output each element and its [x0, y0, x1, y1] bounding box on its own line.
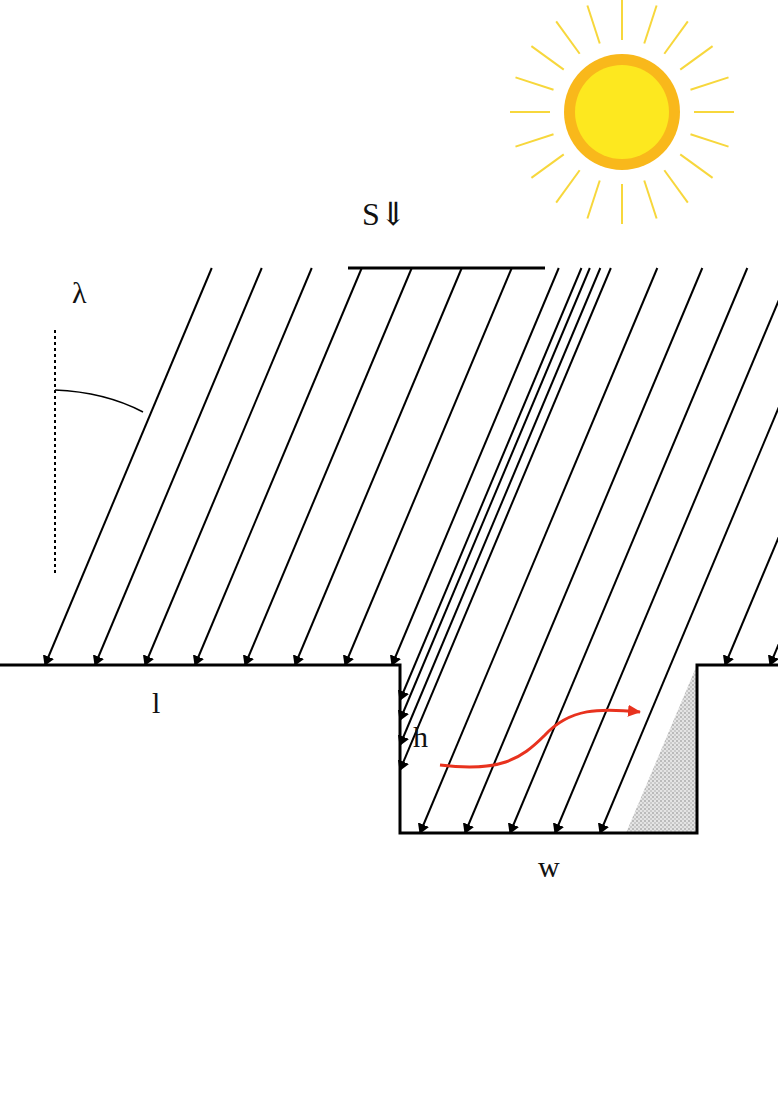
sun-ray-beam	[145, 268, 312, 665]
sun-ray-beam	[95, 268, 262, 665]
sun-ray-beam	[400, 268, 600, 745]
sun-ray	[621, 184, 623, 224]
sun-ray	[515, 134, 553, 146]
sun-disc	[564, 54, 680, 170]
sun-ray	[531, 46, 563, 70]
sun-ray	[531, 154, 563, 178]
sun-ray-beam	[555, 268, 778, 833]
sun-ray	[664, 21, 688, 53]
sun-ray	[680, 154, 712, 178]
diagram-label: S⇓	[362, 198, 407, 230]
vertical-reference	[54, 330, 56, 575]
shadow	[626, 665, 697, 833]
sun-ray	[510, 111, 550, 113]
sun-ray-beam	[392, 268, 559, 665]
sun-ray-beam	[510, 268, 747, 833]
sun-ray-beam	[420, 268, 657, 833]
solar-rays	[45, 268, 778, 833]
angle-arc	[55, 390, 143, 412]
sun-ray	[515, 77, 553, 89]
sun-ray-beam	[295, 268, 462, 665]
sun-ray-beam	[600, 268, 778, 833]
sun-ray	[556, 170, 580, 202]
sun-ray	[664, 170, 688, 202]
sun-ray	[690, 77, 728, 89]
sun-ray-beam	[400, 268, 611, 770]
sun-ray-beam	[195, 268, 362, 665]
sun-ray-beam	[400, 268, 581, 700]
reference-plane	[348, 267, 545, 270]
sun-core	[575, 65, 669, 159]
diagram-label: λ	[72, 278, 87, 308]
sun-ray-beam	[725, 268, 778, 665]
sun-ray-beam	[45, 268, 212, 665]
sun-ray	[690, 134, 728, 146]
sun-ray	[621, 0, 623, 40]
sun-ray	[680, 46, 712, 70]
sun-ray-beam	[465, 268, 702, 833]
sun-ray	[587, 5, 599, 43]
sun-ray	[644, 180, 656, 218]
diagram-label: w	[538, 852, 560, 882]
heat-exchange-arrow	[440, 710, 640, 767]
sun-ray	[644, 5, 656, 43]
canyon-outline	[0, 665, 778, 833]
sun-ray	[556, 21, 580, 53]
sun-ray-beam	[345, 268, 512, 665]
sun-ray-beam	[245, 268, 412, 665]
diagram-label: h	[413, 722, 428, 752]
sun-ray	[694, 111, 734, 113]
sun-ray-beam	[770, 268, 778, 665]
diagram-label: l	[152, 688, 160, 718]
sun	[510, 0, 734, 224]
sun-ray	[587, 180, 599, 218]
